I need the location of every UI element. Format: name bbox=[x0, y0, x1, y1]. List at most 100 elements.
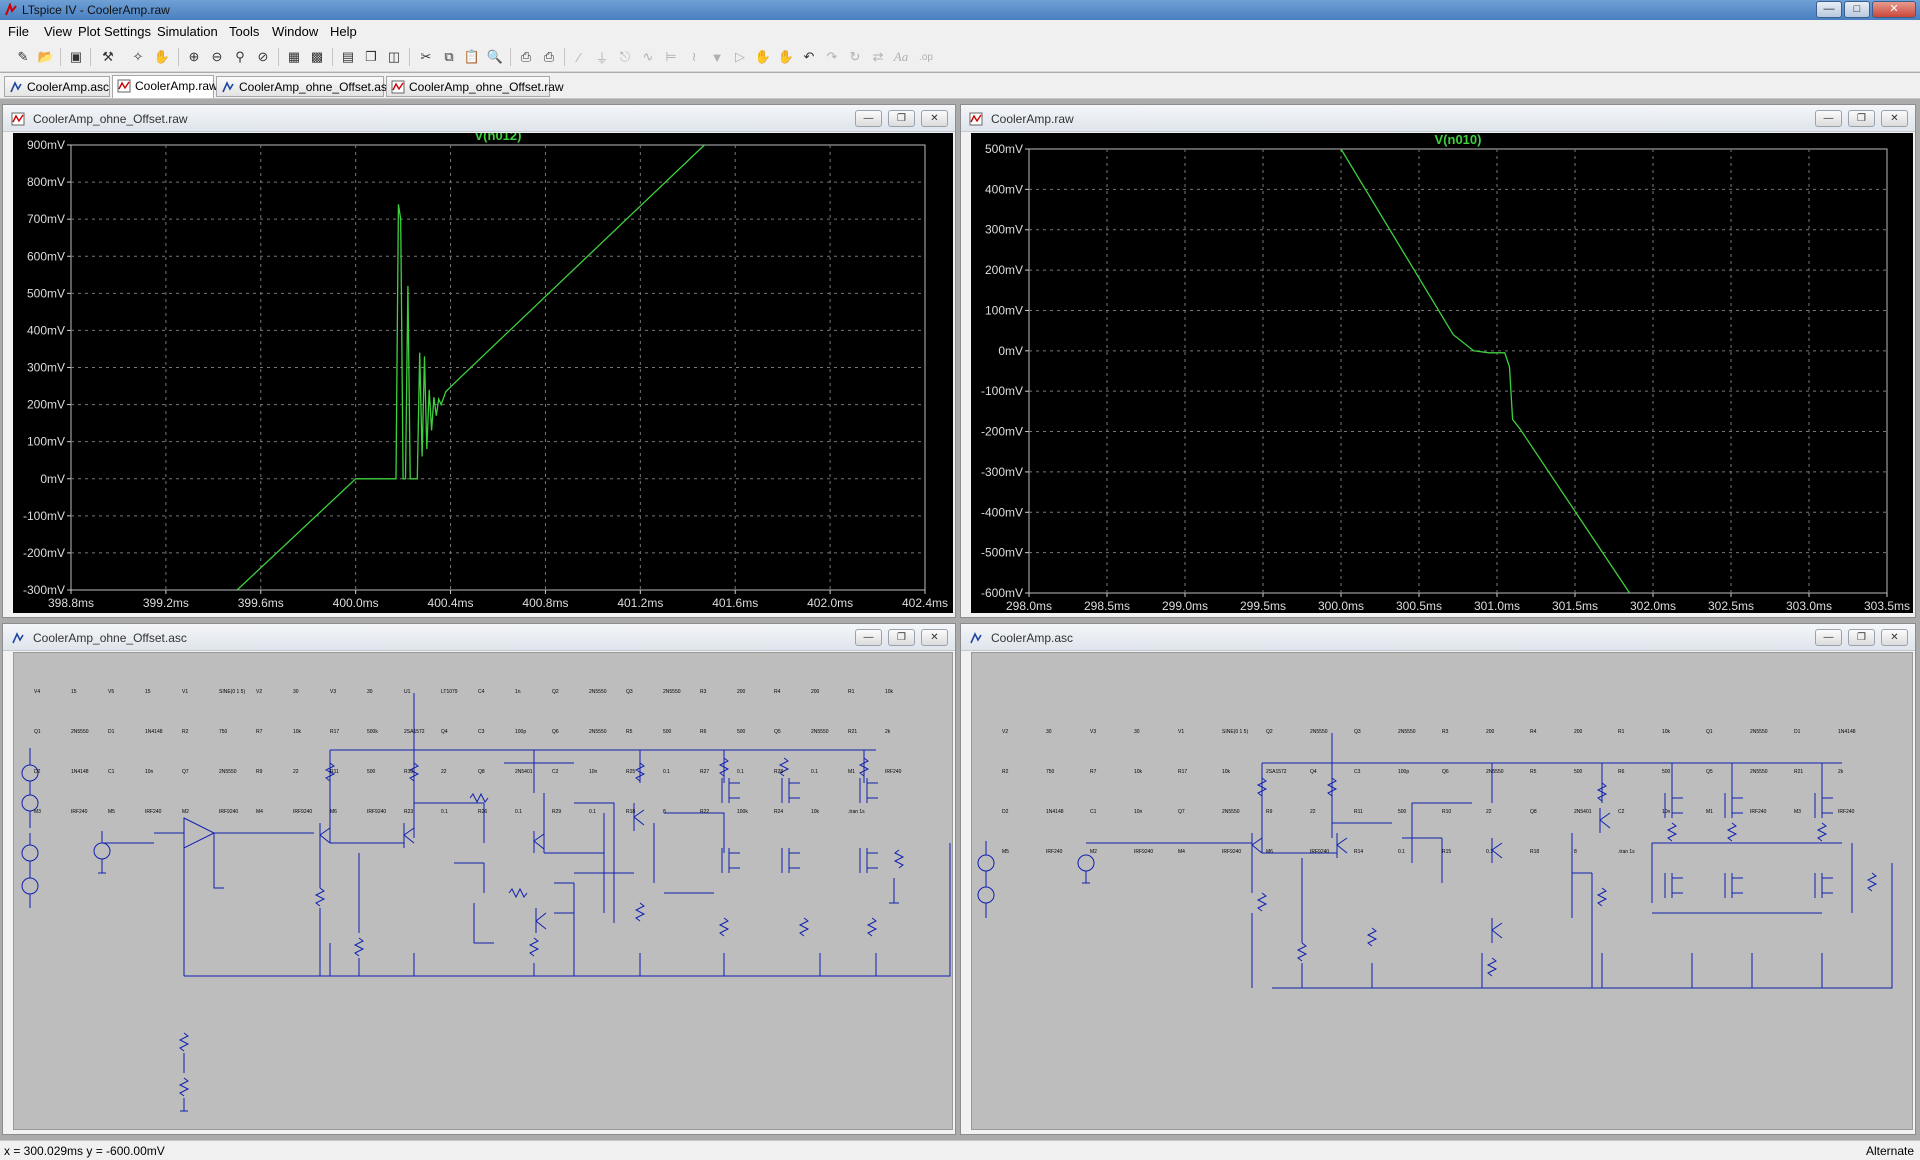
tab-cooleramp-asc[interactable]: CoolerAmp.asc bbox=[4, 76, 110, 97]
inductor-icon[interactable]: ≀ bbox=[691, 49, 697, 64]
maximize-icon[interactable]: ❐ bbox=[888, 110, 915, 127]
close-icon[interactable]: ✕ bbox=[1872, 1, 1916, 18]
schematic-window-cooleramp[interactable]: CoolerAmp.asc — ❐ ✕ bbox=[960, 623, 1916, 1135]
text-icon[interactable]: Aa bbox=[893, 49, 909, 64]
rotate-icon[interactable]: ↻ bbox=[849, 49, 861, 64]
maximize-icon[interactable]: ❐ bbox=[1848, 110, 1875, 127]
component-label: 10k bbox=[811, 809, 820, 815]
tab-cooleramp-raw[interactable]: CoolerAmp.raw bbox=[112, 75, 218, 98]
menu-view[interactable]: View bbox=[44, 24, 72, 39]
trace-label[interactable]: V(n010) bbox=[1435, 133, 1482, 147]
child-titlebar: CoolerAmp.raw — ❐ ✕ bbox=[961, 105, 1915, 132]
zoom-in-icon[interactable]: ⊕ bbox=[188, 49, 200, 64]
y-tick-label: 0mV bbox=[40, 472, 65, 486]
child-titlebar: CoolerAmp_ohne_Offset.raw — ❐ ✕ bbox=[3, 105, 955, 132]
maximize-icon[interactable]: □ bbox=[1844, 1, 1870, 18]
tile-vertical-icon[interactable]: ◫ bbox=[387, 49, 401, 64]
autorange-icon[interactable]: ▦ bbox=[287, 49, 301, 64]
x-tick-label: 399.2ms bbox=[143, 596, 189, 610]
save-icon[interactable]: ▣ bbox=[69, 49, 83, 64]
drag-icon[interactable]: ✋ bbox=[777, 49, 795, 64]
y-tick-label: 200mV bbox=[985, 263, 1023, 277]
menu-help[interactable]: Help bbox=[330, 24, 357, 39]
grid-icon[interactable]: ▩ bbox=[310, 49, 324, 64]
minimize-icon[interactable]: — bbox=[855, 110, 882, 127]
halt-icon[interactable]: ✋ bbox=[153, 49, 171, 64]
menu-file[interactable]: File bbox=[8, 24, 29, 39]
tile-horizontal-icon[interactable]: ▤ bbox=[341, 49, 355, 64]
menu-tools[interactable]: Tools bbox=[229, 24, 260, 39]
zoom-fit-icon[interactable]: ⚲ bbox=[235, 49, 245, 64]
menu-window[interactable]: Window bbox=[272, 24, 319, 39]
component-label: C4 bbox=[478, 689, 485, 695]
close-icon[interactable]: ✕ bbox=[921, 629, 948, 646]
wire-icon[interactable]: ∕ bbox=[577, 49, 581, 65]
y-tick-label: 300mV bbox=[985, 223, 1023, 237]
component-label: R10 bbox=[1442, 809, 1451, 815]
zoom-cancel-icon[interactable]: ⊘ bbox=[257, 49, 269, 64]
ground-icon[interactable]: ⏚ bbox=[595, 50, 609, 66]
close-icon[interactable]: ✕ bbox=[1881, 110, 1908, 127]
diode-icon[interactable]: ▼ bbox=[710, 49, 724, 65]
spice-directive-icon[interactable]: .op bbox=[919, 51, 933, 63]
component-label: 500 bbox=[1662, 769, 1671, 775]
cascade-icon[interactable]: ❐ bbox=[365, 49, 377, 64]
tab-cooleramp-ohne-offset-raw[interactable]: CoolerAmp_ohne_Offset.raw bbox=[386, 76, 564, 97]
copy-icon[interactable]: ⧉ bbox=[444, 49, 454, 64]
trace-line[interactable] bbox=[236, 145, 705, 590]
menu-simulation[interactable]: Simulation bbox=[157, 24, 218, 39]
component-label: 2k bbox=[1838, 769, 1844, 775]
open-icon[interactable]: 📂 bbox=[37, 49, 55, 64]
close-icon[interactable]: ✕ bbox=[1881, 629, 1908, 646]
minimize-icon[interactable]: — bbox=[855, 629, 882, 646]
waveform-chart-v-n012[interactable]: 900mV800mV700mV600mV500mV400mV300mV200mV… bbox=[13, 133, 953, 613]
component-label: R9 bbox=[256, 769, 263, 775]
label-icon[interactable]: ⎋ bbox=[619, 49, 631, 64]
cut-icon[interactable]: ✂ bbox=[420, 49, 432, 64]
component-label: V5 bbox=[108, 689, 114, 695]
new-schematic-icon[interactable]: ✎ bbox=[17, 49, 29, 64]
capacitor-icon[interactable]: ⊨ bbox=[665, 49, 677, 64]
redo-icon[interactable]: ↷ bbox=[826, 49, 838, 64]
component-icon[interactable]: ▷ bbox=[735, 49, 745, 64]
find-icon[interactable]: 🔍 bbox=[486, 49, 504, 64]
minimize-icon[interactable]: — bbox=[1815, 110, 1842, 127]
schematic-window-ohne-offset[interactable]: CoolerAmp_ohne_Offset.asc — ❐ ✕ bbox=[2, 623, 956, 1135]
y-tick-label: -600mV bbox=[981, 586, 1023, 600]
print-icon[interactable]: ⎙ bbox=[543, 49, 555, 64]
minimize-icon[interactable]: — bbox=[1816, 1, 1842, 18]
component-label: R1 bbox=[1618, 729, 1625, 735]
waveform-chart-v-n010[interactable]: 500mV400mV300mV200mV100mV0mV-100mV-200mV… bbox=[971, 133, 1913, 613]
paste-icon[interactable]: 📋 bbox=[463, 49, 481, 64]
maximize-icon[interactable]: ❐ bbox=[888, 629, 915, 646]
resistor-icon[interactable]: ∿ bbox=[642, 49, 654, 64]
move-icon[interactable]: ✋ bbox=[754, 49, 772, 64]
tab-cooleramp-ohne-offset-asc[interactable]: CoolerAmp_ohne_Offset.asc bbox=[216, 76, 393, 97]
print-preview-icon[interactable]: ⎙ bbox=[520, 49, 532, 64]
minimize-icon[interactable]: — bbox=[1815, 629, 1842, 646]
status-mode: Alternate bbox=[1865, 1144, 1914, 1158]
mirror-icon[interactable]: ⇄ bbox=[872, 49, 884, 64]
status-bar: x = 300.029ms y = -600.00mV Alternate bbox=[0, 1140, 1920, 1160]
menu-plot-settings[interactable]: Plot Settings bbox=[78, 24, 151, 39]
undo-icon[interactable]: ↶ bbox=[803, 49, 815, 64]
component-label: 2SA1572 bbox=[1266, 769, 1287, 775]
run-icon[interactable]: ✧ bbox=[132, 49, 144, 64]
trace-label[interactable]: V(n012) bbox=[475, 133, 522, 143]
zoom-out-icon[interactable]: ⊖ bbox=[211, 49, 223, 64]
trace-line[interactable] bbox=[1340, 149, 1631, 593]
close-icon[interactable]: ✕ bbox=[921, 110, 948, 127]
control-panel-icon[interactable]: ⚒ bbox=[102, 49, 114, 64]
component-label: 200 bbox=[811, 689, 820, 695]
maximize-icon[interactable]: ❐ bbox=[1848, 629, 1875, 646]
component-label: V3 bbox=[330, 689, 336, 695]
component-label: 22 bbox=[441, 769, 447, 775]
